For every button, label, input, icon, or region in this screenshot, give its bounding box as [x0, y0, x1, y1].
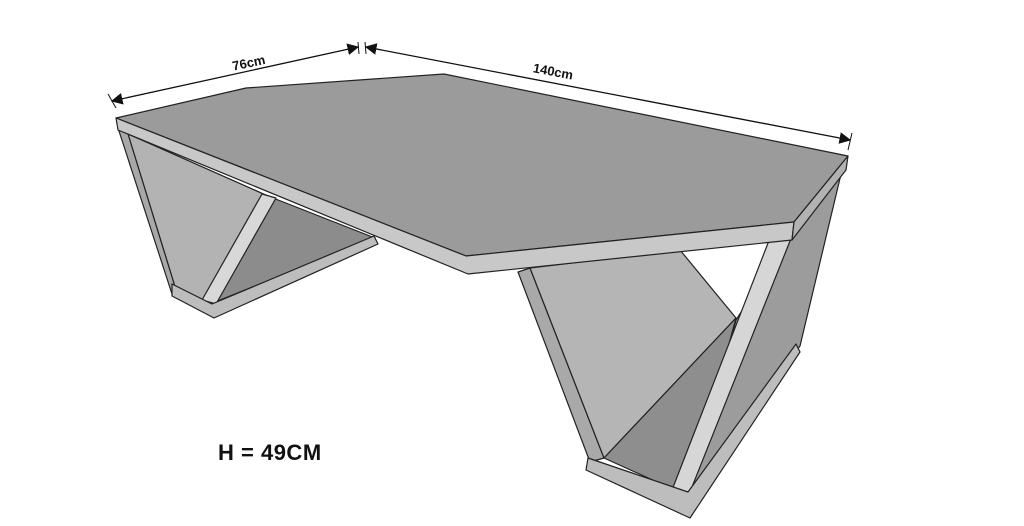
length-dimension-tick-end [847, 132, 853, 151]
dimension-lines: 76cm 140cm [107, 41, 853, 151]
height-label: H = 49CM [218, 440, 322, 465]
depth-dimension-tick-end [357, 41, 360, 55]
depth-dimension-line [110, 43, 360, 105]
depth-dimension-tick-start [107, 93, 117, 109]
depth-dimension-label: 76cm [231, 52, 267, 74]
length-dimension-label: 140cm [532, 60, 575, 82]
left-leg-base [171, 235, 379, 319]
right-leg-base [585, 343, 801, 519]
table-top-right-edge [791, 155, 849, 241]
length-dimension-line [364, 43, 852, 144]
length-dimension-tick-start [364, 41, 367, 55]
